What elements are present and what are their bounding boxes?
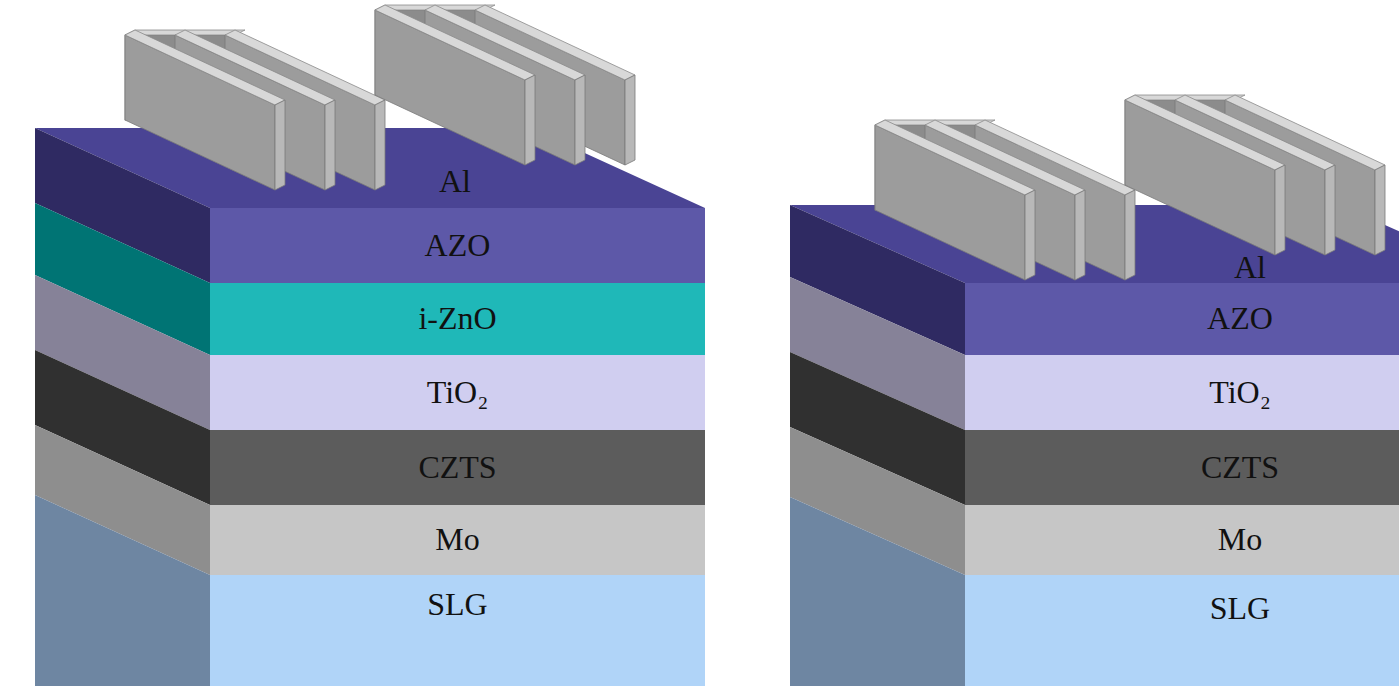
layer-band: Mo: [210, 505, 705, 575]
al-electrode: [875, 120, 1135, 280]
layer-band: CZTS: [965, 430, 1399, 505]
electrode-label: Al: [439, 164, 471, 199]
layer-label: Mo: [435, 522, 479, 557]
layer-label: TiO₂: [427, 375, 489, 410]
layer-band: AZO: [965, 283, 1399, 355]
side-face: [35, 495, 210, 686]
layer-band: i-ZnO: [210, 283, 705, 355]
layer-label: AZO: [1207, 301, 1273, 336]
layer-label: SLG: [427, 587, 487, 622]
layer-label: i-ZnO: [418, 301, 496, 336]
al-electrode: [125, 30, 385, 190]
layer-band: SLG: [965, 575, 1399, 686]
layer-label: TiO₂: [1209, 375, 1271, 410]
electrode-label: Al: [1234, 250, 1266, 285]
layer-label: Mo: [1218, 522, 1262, 557]
layer-band: CZTS: [210, 430, 705, 505]
layer-band: TiO₂: [965, 355, 1399, 430]
al-electrode: [1125, 95, 1385, 255]
layer-band: Mo: [965, 505, 1399, 575]
layer-label: CZTS: [418, 450, 496, 485]
al-electrode: [375, 5, 635, 165]
layer-band: TiO₂: [210, 355, 705, 430]
layer-label: SLG: [1210, 591, 1270, 626]
layer-label: CZTS: [1201, 450, 1279, 485]
layer-band: AZO: [210, 208, 705, 283]
side-face: [790, 497, 965, 686]
layer-label: AZO: [425, 228, 491, 263]
layer-band: SLG: [210, 575, 705, 686]
